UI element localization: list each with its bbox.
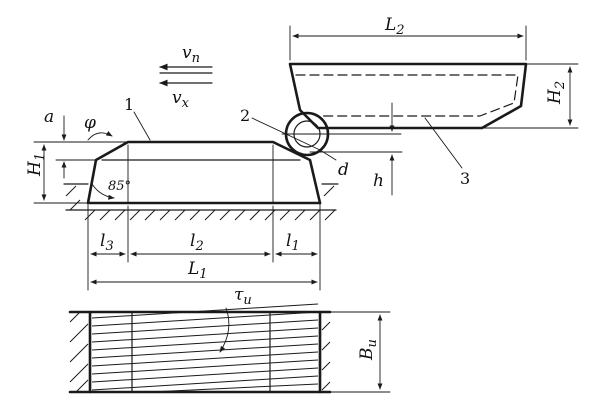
dimension-B-label: Bu bbox=[357, 339, 380, 361]
dimension-L2: L2 bbox=[289, 15, 527, 61]
callout-1-leader bbox=[133, 111, 151, 141]
roller bbox=[251, 111, 402, 157]
dimension-B: Bu bbox=[329, 311, 391, 393]
angle-tau: τu bbox=[219, 285, 252, 353]
angle-phi: φ bbox=[84, 113, 113, 141]
callout-2: 2 bbox=[240, 106, 250, 125]
dimension-H1-label: H1 bbox=[25, 153, 48, 177]
callout-1: 1 bbox=[124, 95, 134, 114]
dimension-H1: H1 bbox=[25, 141, 89, 204]
ground-hatch bbox=[63, 183, 339, 221]
velocity-vn-label: vn bbox=[182, 43, 200, 66]
angle-phi-label: φ bbox=[84, 113, 96, 133]
dimension-L1-label: L1 bbox=[187, 259, 208, 282]
dimension-l2-label: l2 bbox=[190, 231, 204, 254]
dimension-L2-label: L2 bbox=[384, 15, 405, 38]
dimension-a: a bbox=[44, 107, 129, 179]
dimension-l3-label: l3 bbox=[100, 231, 114, 254]
dimension-H2: H2 bbox=[481, 63, 579, 129]
velocity-vx-label: vx bbox=[172, 88, 190, 111]
dimension-h: h bbox=[309, 102, 403, 196]
pile-profile bbox=[86, 140, 322, 205]
velocity-arrows: vn vx bbox=[159, 43, 213, 111]
callout-3: 3 bbox=[460, 169, 470, 188]
dimension-H2-label: H2 bbox=[545, 81, 568, 105]
dimension-a-label: a bbox=[44, 107, 54, 127]
diameter-label: d bbox=[338, 160, 349, 180]
dimension-h-label: h bbox=[373, 171, 384, 191]
pile-plan-view bbox=[68, 303, 332, 394]
drum-body bbox=[288, 62, 528, 130]
diameter-leader bbox=[319, 149, 337, 161]
angle-85-label: 85° bbox=[108, 179, 131, 194]
angle-tau-label: τu bbox=[234, 285, 252, 308]
dimension-l-segments: l3 l2 l1 bbox=[87, 202, 321, 291]
dimension-l1-label: l1 bbox=[286, 231, 300, 254]
dimension-L1: L1 bbox=[90, 259, 318, 285]
callout-3-leader bbox=[424, 117, 463, 169]
angle-85: 85° bbox=[91, 179, 131, 200]
